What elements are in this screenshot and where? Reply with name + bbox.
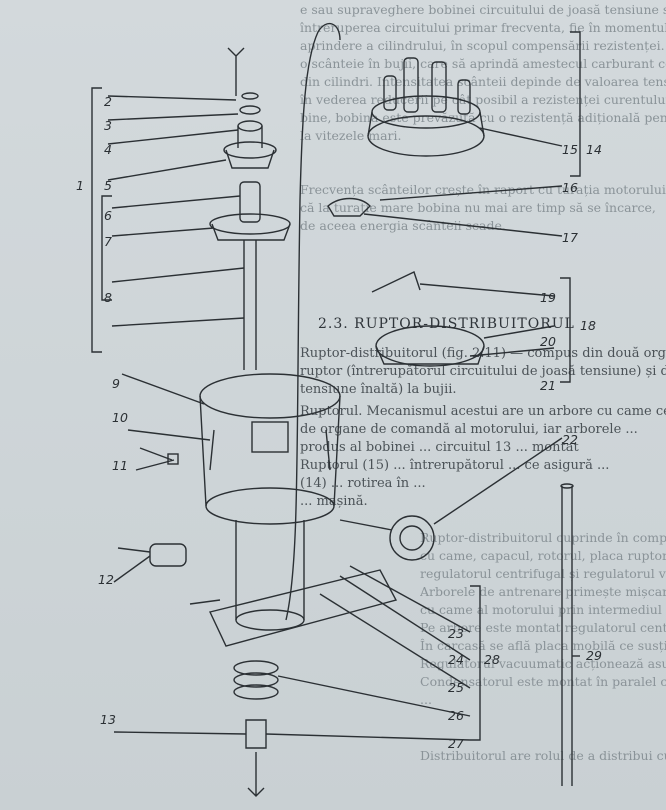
callout-label: 29	[586, 648, 602, 663]
callout-label: 27	[448, 736, 464, 751]
text-line: Ruptorul. Mecanismul acestui are un arbo…	[300, 404, 666, 419]
text-line: că la turație mare bobina nu mai are tim…	[300, 200, 656, 215]
callout-label: 17	[562, 230, 578, 245]
callout-label: 12	[98, 572, 114, 587]
callout-label: 3	[104, 118, 112, 133]
callout-label: 28	[484, 652, 500, 667]
callout-label: 24	[448, 652, 464, 667]
callout-label: 18	[580, 318, 596, 333]
text-line: cu came al motorului prin intermediul un…	[420, 602, 666, 617]
text-line: aprindere a cilindrului, în scopul compe…	[300, 38, 665, 53]
callout-label: 14	[586, 142, 602, 157]
text-line: Ruptor-distribuitorul cuprinde în compon…	[420, 530, 666, 545]
text-line: Pe arbore este montat regulatorul centri…	[420, 620, 666, 635]
text-line: la vitezele mari.	[300, 128, 402, 143]
text-line: ...	[420, 692, 432, 707]
text-line: produs al bobinei ... circuitul 13 ... m…	[300, 440, 579, 455]
text-line: bine, bobina este prevăzută cu o reziste…	[300, 110, 666, 125]
callout-label: 1	[76, 178, 84, 193]
text-line: e sau supraveghere bobinei circuitului d…	[300, 2, 666, 17]
text-line: o scânteie în bujii, care să aprindă ame…	[300, 56, 666, 71]
section-heading: 2.3. RUPTOR-DISTRIBUITORUL	[318, 316, 575, 332]
callout-label: 23	[448, 626, 464, 641]
callout-label: 22	[562, 432, 578, 447]
callout-label: 9	[112, 376, 120, 391]
text-line: de aceea energia scânteii scade.	[300, 218, 506, 233]
text-line: În carcasă se află placa mobilă ce susți…	[420, 638, 666, 653]
callout-label: 7	[104, 234, 112, 249]
text-line: întreruperea circuitului primar frecvent…	[300, 20, 666, 35]
text-line: din cilindri. Intensitatea scânteii depi…	[300, 74, 666, 89]
text-line: Distribuitorul are rolul de a distribui …	[420, 748, 666, 763]
text-line: regulatorul centrifugal și regulatorul v…	[420, 566, 666, 581]
callout-label: 15	[562, 142, 578, 157]
callout-label: 2	[104, 94, 112, 109]
callout-label: 11	[112, 458, 128, 473]
callout-label: 21	[540, 378, 556, 393]
callout-label: 19	[540, 290, 556, 305]
text-line: cu came, capacul, rotorul, placa ruptoru…	[420, 548, 666, 563]
callout-label: 20	[540, 334, 556, 349]
text-line: ruptor (întrerupătorul circuitului de jo…	[300, 364, 666, 379]
callout-label: 25	[448, 680, 464, 695]
callout-label: 5	[104, 178, 112, 193]
callout-label: 10	[112, 410, 128, 425]
text-line: Regulatorul vacuumatic acționează asupra…	[420, 656, 666, 671]
text-line: Frecvența scânteilor crește în raport cu…	[300, 182, 666, 197]
callout-label: 8	[104, 290, 112, 305]
callout-label: 4	[104, 142, 112, 157]
callout-label: 13	[100, 712, 116, 727]
text-line: Condensatorul este montat în paralel cu …	[420, 674, 666, 689]
callout-label: 16	[562, 180, 578, 195]
text-line: Ruptorul (15) ... întrerupătorul ... ce …	[300, 458, 610, 473]
callout-label: 6	[104, 208, 112, 223]
callout-label: 26	[448, 708, 464, 723]
text-line: de organe de comandă al motorului, iar a…	[300, 422, 638, 437]
bracket-1	[91, 87, 102, 353]
text-line: Ruptor-distribuitorul (fig. 2.11) — comp…	[300, 346, 666, 361]
text-line: în vederea reducerii pe cât posibil a re…	[300, 92, 666, 107]
text-line: (14) ... rotirea în ...	[300, 476, 426, 491]
text-line: Arborele de antrenare primește mișcarea …	[420, 584, 666, 599]
